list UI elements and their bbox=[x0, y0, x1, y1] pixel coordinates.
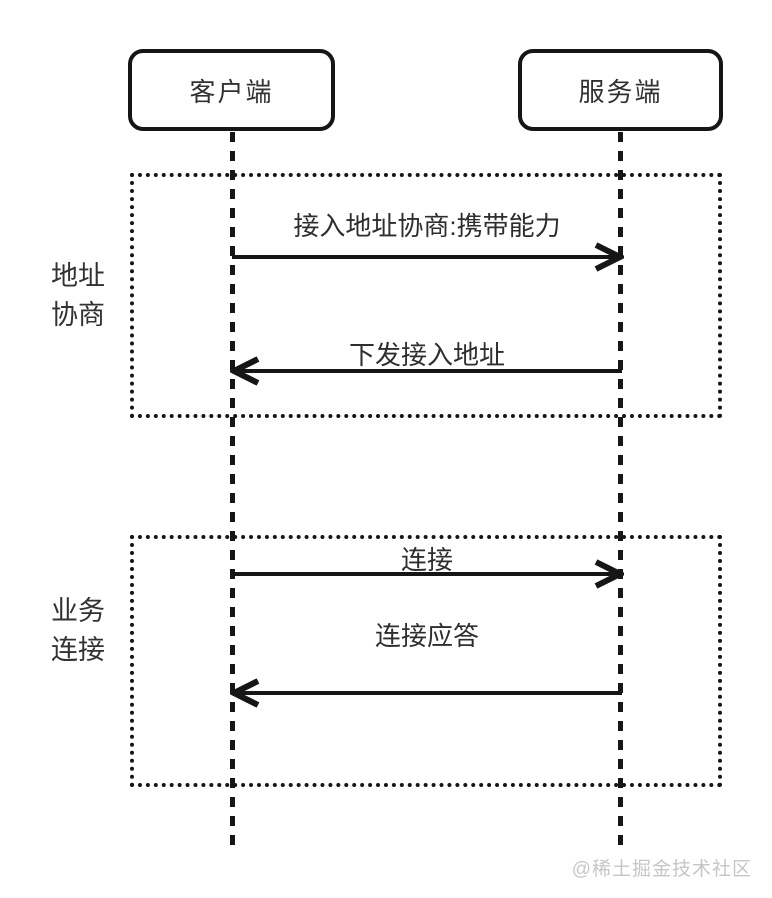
message-label: 接入地址协商:携带能力 bbox=[293, 211, 561, 241]
group-label-business-connection: 业务 连接 bbox=[30, 592, 126, 670]
lifeline-client bbox=[230, 132, 235, 845]
actor-box-client: 客户端 bbox=[128, 49, 335, 131]
group-label-line: 地址 bbox=[51, 261, 105, 291]
group-box-address-negotiation bbox=[130, 173, 722, 418]
message-label: 连接应答 bbox=[374, 621, 479, 651]
arrow-left-icon bbox=[230, 356, 622, 386]
message-arrow bbox=[230, 559, 624, 589]
lifeline-server bbox=[618, 132, 623, 845]
group-label-line: 业务 bbox=[51, 596, 105, 626]
group-label-line: 连接 bbox=[51, 635, 105, 665]
watermark: @稀土掘金技术社区 bbox=[571, 859, 752, 880]
arrow-right-icon bbox=[232, 559, 624, 589]
group-box-business-connection bbox=[130, 535, 722, 787]
message-label: 连接 bbox=[400, 545, 453, 575]
actor-box-server: 服务端 bbox=[518, 49, 723, 131]
actor-label-client: 客户端 bbox=[189, 76, 274, 107]
arrow-right-icon bbox=[232, 242, 624, 272]
arrow-left-icon bbox=[230, 678, 622, 708]
actor-label-server: 服务端 bbox=[578, 76, 663, 107]
message-arrow bbox=[230, 242, 624, 272]
group-label-address-negotiation: 地址 协商 bbox=[30, 257, 126, 335]
message-arrow bbox=[230, 678, 624, 708]
message-arrow bbox=[230, 356, 624, 386]
message-label: 下发接入地址 bbox=[348, 340, 505, 370]
group-label-line: 协商 bbox=[51, 300, 105, 330]
